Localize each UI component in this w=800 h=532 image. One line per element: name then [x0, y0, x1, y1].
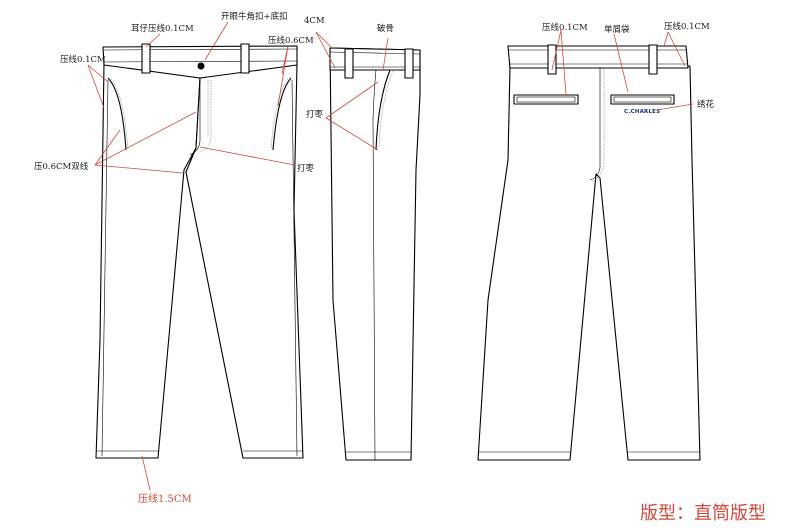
label-back-stitch-left: 压线0.1CM: [542, 22, 588, 33]
label-double-stitch: 压0.6CM双线: [34, 161, 89, 172]
label-front-stitch-right: 压线0.6CM: [268, 35, 314, 46]
label-open-button: 开眼牛角扣+底扣: [221, 11, 288, 22]
back-welt-pocket-right: [610, 94, 675, 105]
fit-title: 版型：直筒版型: [640, 503, 766, 524]
label-side-4cm: 4CM: [304, 16, 325, 26]
annotation-leaders: [87, 21, 694, 491]
label-hem-stitch: 压线1.5CM: [138, 492, 192, 505]
label-belt-loop-stitch: 耳仔压线0.1CM: [131, 23, 194, 34]
back-waistband: [507, 45, 689, 69]
label-back-stitch-right: 压线0.1CM: [664, 21, 710, 32]
annotation-labels: 耳仔压线0.1CM 开眼牛角扣+底扣 压线0.1CM 压线0.6CM 压0.6C…: [34, 11, 766, 524]
embroidery-logo: C.CHARLES: [624, 109, 660, 115]
back-pants-body: [477, 65, 701, 461]
front-pocket-left: [107, 77, 127, 151]
label-bartack-side: 打枣: [306, 109, 324, 120]
front-left-leg: [95, 62, 201, 459]
front-right-leg: [185, 62, 304, 459]
side-seam: [372, 69, 377, 461]
label-side-seam: 破骨: [377, 23, 394, 34]
back-welt-pocket-left: [513, 94, 579, 105]
front-pocket-right: [272, 77, 292, 151]
label-bartack-front: 打枣: [297, 163, 315, 174]
horn-button: [197, 62, 205, 70]
belt-loop: [240, 43, 250, 74]
side-pants-body: [329, 47, 421, 461]
label-single-welt: 单屑袋: [604, 24, 630, 35]
front-view: [95, 43, 304, 459]
back-belt-loop: [648, 44, 658, 75]
back-view: C.CHARLES: [477, 44, 701, 461]
back-belt-loop: [547, 44, 557, 75]
label-embroidery: 绣花: [697, 99, 715, 110]
side-pocket: [375, 69, 391, 151]
side-belt-loop: [404, 48, 414, 79]
side-view: [329, 47, 421, 461]
belt-loop: [141, 43, 151, 74]
label-front-stitch-left: 压线0.1CM: [60, 54, 106, 65]
side-belt-loop: [344, 48, 354, 79]
